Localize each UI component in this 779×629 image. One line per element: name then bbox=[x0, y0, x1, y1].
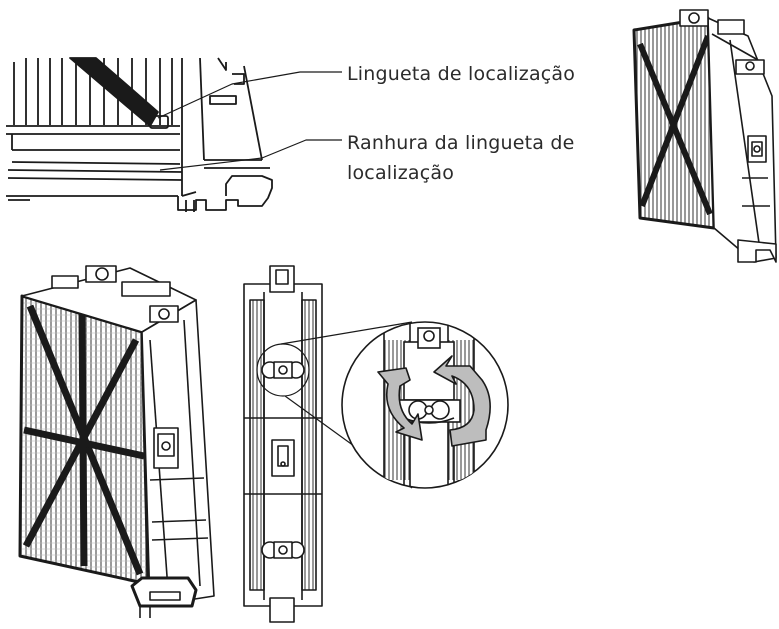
magnify-circle bbox=[341, 321, 509, 489]
leader-line-tab bbox=[157, 71, 342, 119]
closeup-filter-pleats bbox=[13, 58, 173, 125]
closeup-diagonal-strap bbox=[69, 57, 159, 127]
filter-perspective-large bbox=[18, 265, 215, 618]
leader-line-slot bbox=[159, 139, 342, 171]
locating-tab-label: Lingueta de localização bbox=[347, 63, 576, 85]
locating-tab-slot-label: Ranhura da lingueta de localização bbox=[347, 132, 575, 184]
rotate-arrow-icon bbox=[433, 355, 491, 447]
filter-top-view bbox=[243, 265, 413, 623]
filter-star-strap bbox=[22, 304, 145, 576]
filter-perspective-small bbox=[632, 9, 777, 263]
rotate-arrow-icon bbox=[377, 367, 423, 441]
locating-tab-closeup bbox=[6, 57, 342, 212]
